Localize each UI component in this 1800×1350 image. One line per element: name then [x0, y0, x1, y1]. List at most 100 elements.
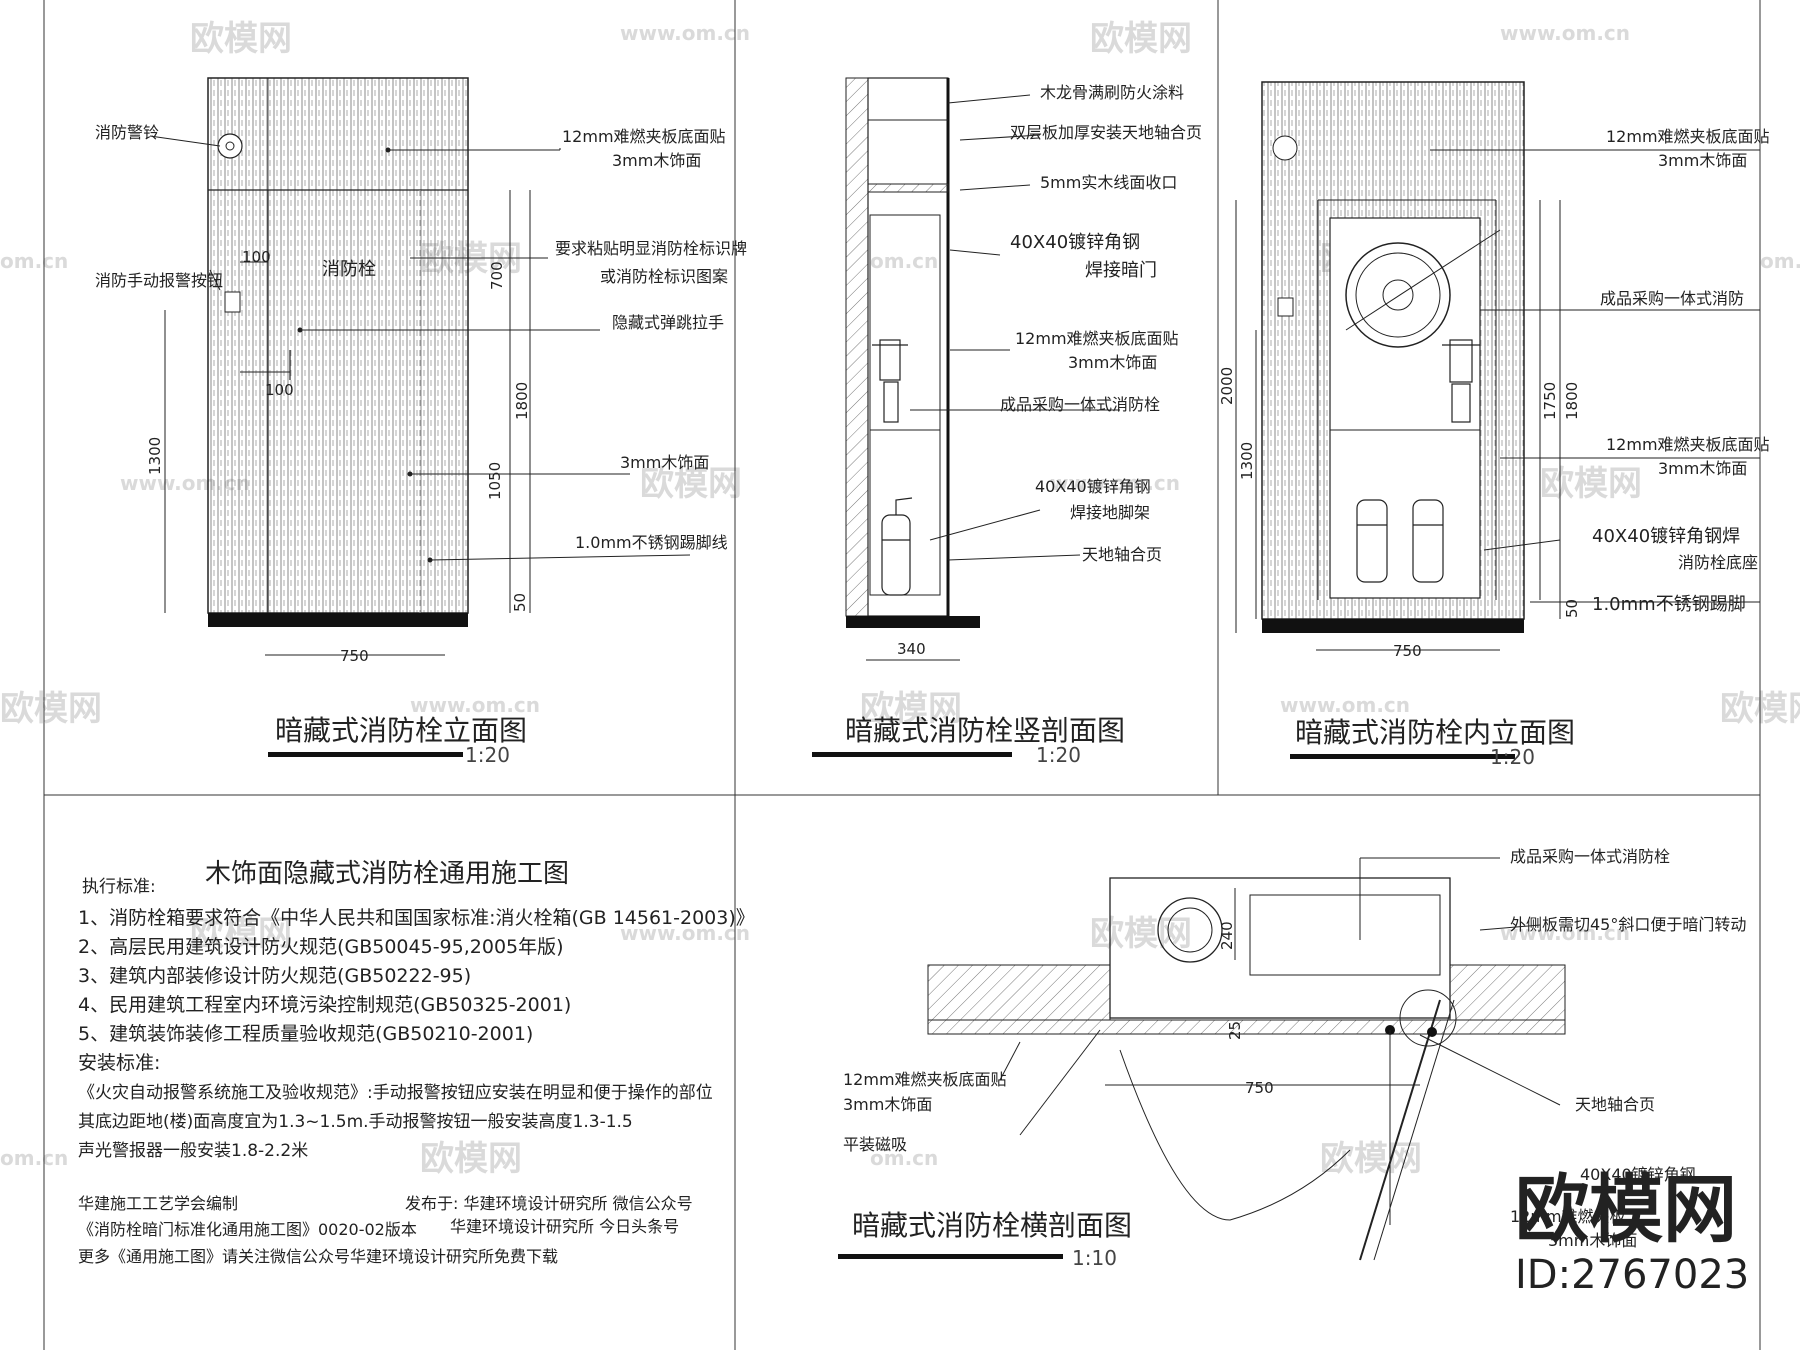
watermark-url: om.cn [0, 1146, 68, 1170]
watermark-brand: 欧模网 [1540, 464, 1642, 504]
inner-title: 暗藏式消防栓内立面图 [1295, 716, 1575, 749]
dim-750: 750 [340, 647, 369, 665]
watermark-brand: 欧模网 [860, 689, 962, 729]
front-elevation-scale: 1:20 [465, 743, 510, 767]
section-label-4: 40X40镀锌角钢 [1010, 232, 1140, 253]
label-veneer: 3mm木饰面 [612, 151, 701, 170]
inner-label-7: 消防栓底座 [1678, 553, 1758, 572]
inner-scale: 1:20 [1490, 745, 1535, 769]
standard-5: 5、建筑装饰装修工程质量验收规范(GB50210-2001) [78, 1023, 533, 1045]
sheet-frame [43, 0, 1761, 1350]
brand-logo: 欧模网 ID:2767023 [1515, 1167, 1749, 1298]
standard-4: 4、民用建筑工程室内环境污染控制规范(GB50325-2001) [78, 994, 571, 1016]
fire-extinguisher-icon [881, 497, 913, 596]
inner-label-4: 12mm难燃夹板底面贴 [1606, 435, 1770, 454]
notes-panel: 木饰面隐藏式消防栓通用施工图 执行标准: 1、消防栓箱要求符合《中华人民共和国国… [78, 859, 755, 1266]
watermark-brand: 欧模网 [1090, 19, 1192, 59]
inner-label-2: 3mm木饰面 [1658, 151, 1747, 170]
standard-3: 3、建筑内部装修设计防火规范(GB50222-95) [78, 965, 471, 987]
plan-section: 成品采购一体式消防栓 外侧板需切45°斜口便于暗门转动 12mm难燃夹板底面贴 … [838, 847, 1746, 1270]
inner-label-8: 1.0mm不锈钢踢脚 [1592, 594, 1746, 615]
plan-dim-240: 240 [1218, 921, 1236, 950]
plan-label-3: 12mm难燃夹板底面贴 [843, 1070, 1007, 1089]
footer-3: 更多《通用施工图》请关注微信公众号华建环境设计研究所免费下载 [78, 1247, 558, 1266]
logo-name: 欧模网 [1515, 1167, 1737, 1253]
inner-dim-50: 50 [1563, 599, 1581, 618]
install-label: 安装标准: [78, 1052, 160, 1074]
plan-label-9: 3mm木饰面 [1548, 1231, 1637, 1250]
watermark-brand: 欧模网 [0, 689, 102, 729]
watermark-brand: 欧模网 [190, 914, 292, 954]
footer-2: 《消防栓暗门标准化通用施工图》0020-02版本 [78, 1220, 417, 1239]
watermark-url: www.om.cn [620, 21, 750, 45]
install-3: 声光警报器一般安装1.8-2.2米 [78, 1141, 308, 1161]
watermark-brand: 欧模网 [640, 464, 742, 504]
section-scale: 1:20 [1036, 743, 1081, 767]
watermark-url: www.om.cn [1500, 21, 1630, 45]
hose-reel-icon [1157, 897, 1223, 963]
dim-1300: 1300 [146, 437, 164, 475]
section-title: 暗藏式消防栓竖剖面图 [845, 714, 1125, 747]
dim-1800: 1800 [513, 382, 531, 420]
watermark-url: om.cn [1760, 249, 1800, 273]
door-sign-text: 消防栓 [322, 259, 376, 280]
dim-100a: 100 [242, 248, 271, 266]
plan-title: 暗藏式消防栓横剖面图 [852, 1209, 1132, 1242]
watermark-url: www.om.cn [1050, 471, 1180, 495]
section-label-5: 焊接暗门 [1085, 260, 1157, 281]
inner-dim-750: 750 [1393, 642, 1422, 660]
label-veneer-2: 3mm木饰面 [620, 453, 709, 472]
standard-1: 1、消防栓箱要求符合《中华人民共和国国家标准:消火栓箱(GB 14561-200… [78, 907, 755, 929]
fire-extinguisher-icon [1356, 499, 1444, 583]
notes-exec-label: 执行标准: [82, 877, 156, 897]
inner-label-1: 12mm难燃夹板底面贴 [1606, 127, 1770, 146]
section-label-7: 3mm木饰面 [1068, 353, 1157, 372]
plan-label-2: 外侧板需切45°斜口便于暗门转动 [1510, 915, 1746, 934]
dim-100b: 100 [265, 381, 294, 399]
watermark-brand: 欧模网 [1090, 914, 1192, 954]
watermark-url: om.cn [870, 249, 938, 273]
publisher: 发布于: 华建环境设计研究所 微信公众号 [405, 1194, 693, 1213]
alarm-bell-icon [1272, 135, 1298, 161]
manual-alarm-button-icon [224, 291, 241, 313]
watermark-url: om.cn [870, 1146, 938, 1170]
plan-label-6: 天地轴合页 [1575, 1095, 1655, 1114]
hydrant-valve-icon [1442, 339, 1480, 423]
label-panel: 12mm难燃夹板底面贴 [562, 127, 726, 146]
label-handle: 隐藏式弹跳拉手 [612, 313, 724, 332]
watermark-brand: 欧模网 [1320, 1139, 1422, 1179]
section-label-3: 5mm实木线面收口 [1040, 173, 1177, 192]
inner-label-3: 成品采购一体式消防 [1600, 289, 1744, 308]
section-label-1: 木龙骨满刷防火涂料 [1040, 83, 1184, 102]
watermark-url: www.om.cn [620, 921, 750, 945]
install-2: 其底边距地(楼)面高度宜为1.3~1.5m.手动报警按钮一般安装高度1.3-1.… [78, 1112, 633, 1132]
standard-2: 2、高层民用建筑设计防火规范(GB50045-95,2005年版) [78, 936, 564, 958]
plan-scale: 1:10 [1072, 1246, 1117, 1270]
section-label-6: 12mm难燃夹板底面贴 [1015, 329, 1179, 348]
inner-label-6: 40X40镀锌角钢焊 [1592, 526, 1740, 547]
label-alarm-bell: 消防警铃 [95, 123, 159, 142]
notes-title: 木饰面隐藏式消防栓通用施工图 [205, 859, 569, 889]
front-elevation: 消防警铃 12mm难燃夹板底面贴 3mm木饰面 要求粘贴明显消防栓标识牌 或消防… [95, 77, 747, 767]
watermark-brand: 欧模网 [190, 19, 292, 59]
label-kickboard: 1.0mm不锈钢踢脚线 [575, 533, 728, 552]
dim-1050: 1050 [486, 462, 504, 500]
section-label-8: 成品采购一体式消防栓 [1000, 395, 1160, 414]
plan-dim-750: 750 [1245, 1079, 1274, 1097]
alarm-bell-icon [217, 133, 243, 159]
section-label-9: 40X40镀锌角钢 [1035, 477, 1151, 496]
front-elevation-title: 暗藏式消防栓立面图 [275, 714, 527, 747]
section-label-11: 天地轴合页 [1082, 545, 1162, 564]
inner-dim-1300: 1300 [1238, 442, 1256, 480]
label-manual-button: 消防手动报警按钮 [95, 271, 223, 290]
vertical-section: 木龙骨满刷防火涂料 双层板加厚安装天地轴合页 5mm实木线面收口 40X40镀锌… [812, 77, 1202, 767]
watermark-url: om.cn [0, 249, 68, 273]
inner-dim-1750: 1750 [1541, 382, 1559, 420]
inner-dim-2000: 2000 [1218, 367, 1236, 405]
hydrant-valve-icon [872, 339, 908, 423]
plan-label-4: 3mm木饰面 [843, 1095, 932, 1114]
watermark-url: www.om.cn [410, 693, 540, 717]
watermark-url: www.om.cn [1500, 921, 1630, 945]
hose-reel-icon [1345, 242, 1451, 348]
